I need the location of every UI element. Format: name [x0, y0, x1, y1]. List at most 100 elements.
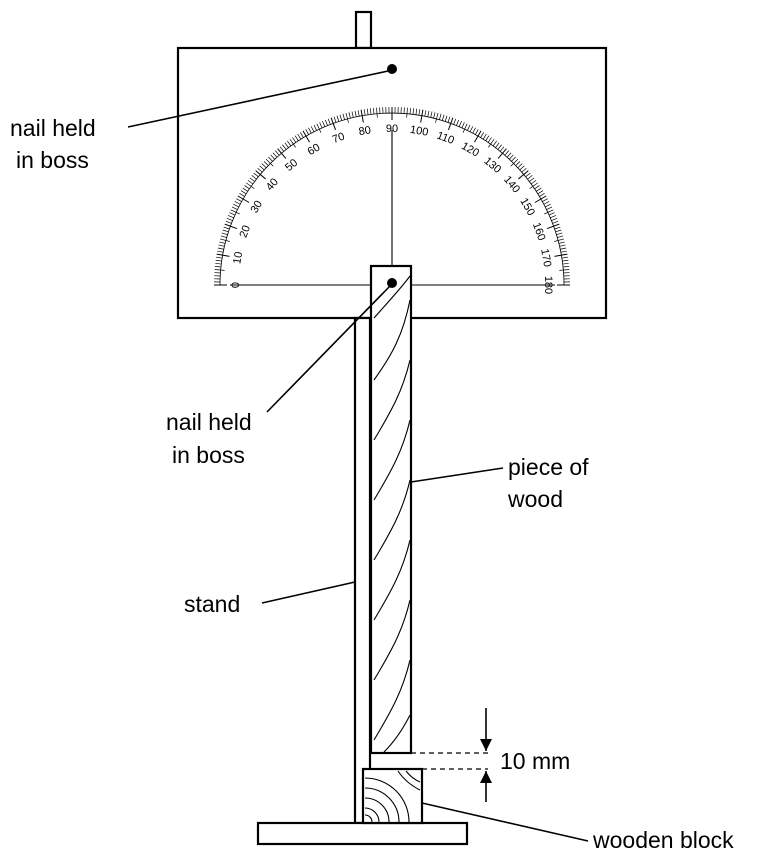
protractor-tick [217, 247, 224, 250]
protractor-scale-label: 60 [306, 142, 323, 159]
protractor-tick [474, 130, 482, 143]
protractor-tick [357, 110, 360, 117]
protractor-tick [234, 201, 241, 205]
leader-top-nail [127, 70, 389, 128]
protractor-tick [287, 140, 292, 147]
protractor-tick [469, 126, 474, 132]
protractor-tick [224, 223, 238, 230]
protractor-tick [412, 108, 415, 115]
protractor-tick [545, 203, 551, 208]
protractor-tick [482, 133, 487, 140]
protractor-tick [284, 142, 289, 148]
protractor-tick [216, 256, 223, 259]
protractor-tick [219, 238, 230, 242]
label-piece-of-wood-1: piece of [508, 454, 589, 480]
protractor-tick [557, 235, 564, 238]
protractor-tick [433, 112, 436, 119]
protractor-tick [527, 175, 533, 180]
protractor-tick [542, 198, 548, 202]
protractor-tick [462, 123, 468, 133]
protractor-tick [420, 109, 424, 123]
label-gap: 10 mm [500, 748, 570, 774]
protractor-tick [231, 206, 238, 210]
protractor-tick [492, 140, 497, 147]
protractor-tick [562, 262, 569, 265]
protractor-tick [424, 110, 427, 117]
protractor-tick [345, 112, 349, 123]
protractor-tick [319, 122, 323, 129]
gap-arrowhead-up [480, 771, 492, 783]
protractor-tick [548, 212, 555, 216]
protractor-tick [551, 217, 558, 221]
protractor-tick [439, 113, 442, 120]
protractor-tick [217, 250, 224, 253]
protractor-tick [406, 107, 408, 118]
protractor-tick [226, 217, 233, 221]
protractor-tick [216, 253, 230, 257]
protractor-tick [453, 118, 457, 125]
protractor-tick [308, 127, 312, 134]
protractor-tick [488, 138, 495, 148]
protractor-tick [536, 187, 542, 192]
protractor-tick [327, 118, 331, 125]
protractor-tick [529, 177, 535, 182]
protractor-tick [485, 135, 490, 141]
wooden-block-grain [364, 770, 421, 823]
protractor-tick [228, 215, 234, 219]
protractor-tick [559, 269, 570, 271]
protractor-tick [259, 165, 265, 171]
protractor-tick [313, 124, 317, 131]
protractor-tick [236, 198, 242, 202]
protractor-scale-label: 30 [249, 199, 266, 216]
protractor-tick [511, 156, 516, 162]
protractor-tick [214, 266, 221, 268]
protractor-tick [521, 167, 527, 173]
protractor-tick [289, 138, 296, 148]
piece-of-wood [369, 264, 413, 755]
protractor-tick [302, 130, 310, 143]
protractor-tick [274, 150, 280, 156]
protractor-scale-label: 70 [331, 131, 347, 146]
protractor-tick [517, 163, 523, 168]
protractor-tick [447, 116, 451, 123]
protractor-tick [233, 203, 239, 208]
protractor-tick [237, 195, 250, 203]
protractor-tick [279, 146, 285, 152]
protractor-tick [342, 113, 345, 120]
protractor-tick [409, 107, 411, 114]
protractor-tick [506, 152, 512, 158]
protractor-tick [534, 195, 547, 203]
protractor-tick [272, 152, 278, 158]
leader-piece-of-wood [410, 467, 504, 483]
protractor-tick [219, 241, 226, 244]
protractor-tick [444, 115, 448, 122]
protractor-tick [461, 122, 465, 129]
label-nail-top-1: nail held [10, 115, 96, 141]
protractor-tick [430, 111, 433, 118]
protractor-tick [546, 223, 560, 230]
protractor-tick [415, 108, 418, 115]
protractor-tick [435, 112, 439, 123]
protractor-tick [560, 247, 567, 250]
protractor-tick [316, 123, 322, 133]
protractor-tick [330, 117, 337, 131]
protractor-tick [497, 148, 507, 159]
protractor-tick [519, 165, 525, 171]
protractor-tick [223, 226, 230, 230]
protractor-tick [529, 182, 539, 189]
protractor-tick [294, 135, 299, 141]
protractor-tick [555, 229, 562, 233]
protractor-tick [373, 107, 375, 114]
protractor-tick [475, 129, 479, 135]
protractor-tick [324, 119, 328, 126]
protractor-tick [504, 150, 510, 156]
protractor-tick [230, 209, 240, 215]
protractor-tick [530, 180, 537, 185]
protractor-tick [495, 142, 500, 148]
protractor-tick [339, 114, 343, 121]
protractor-tick [515, 161, 521, 166]
protractor-scale-label: 170 [538, 248, 553, 268]
top-nail [387, 64, 397, 74]
